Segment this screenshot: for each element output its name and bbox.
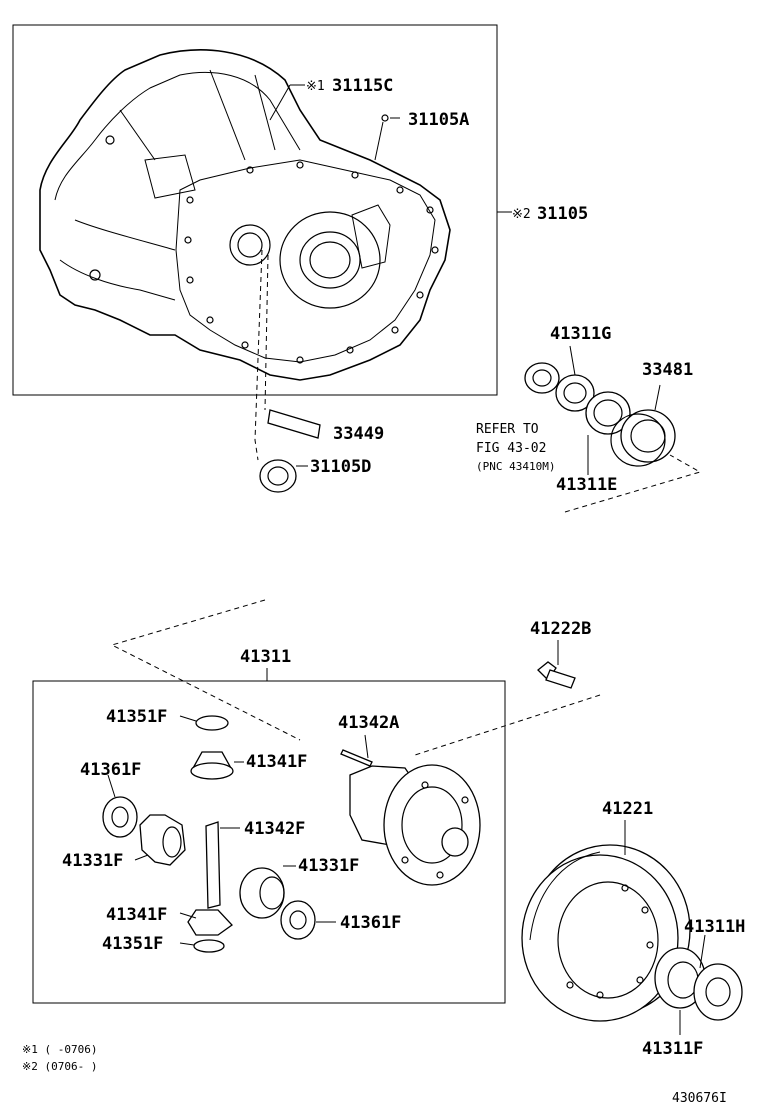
part-label-41351F-lower[interactable]: 41351F — [102, 934, 163, 954]
part-label-41311[interactable]: 41311 — [240, 647, 291, 667]
part-label-41331F-left[interactable]: 41331F — [62, 851, 123, 871]
side-gear-41331F-left-drawing — [139, 814, 186, 866]
part-label-41311F[interactable]: 41311F — [642, 1039, 703, 1059]
side-gear-41331F-right-drawing — [239, 867, 285, 919]
side-bearing-set-drawing — [524, 362, 676, 467]
bolt-41222B-drawing — [537, 661, 576, 689]
thrust-washer-41361F-left-drawing — [102, 796, 138, 838]
washer-41351F-upper-drawing — [195, 715, 229, 731]
ring-gear-41221-drawing — [521, 844, 691, 1022]
part-label-31105A[interactable]: 31105A — [408, 110, 469, 130]
figure-id: 430676I — [672, 1091, 727, 1106]
part-label-41331F-right[interactable]: 41331F — [298, 856, 359, 876]
refer-line-3: (PNC 43410M) — [476, 460, 555, 473]
transaxle-housing-drawing — [39, 49, 451, 381]
part-label-41221[interactable]: 41221 — [602, 799, 653, 819]
refer-line-2: FIG 43-02 — [476, 441, 546, 456]
pin-41342A-drawing — [340, 749, 373, 767]
pinion-shaft-41342F-drawing — [205, 821, 221, 909]
key-33449-drawing — [267, 409, 321, 439]
pinion-41341F-lower-drawing — [187, 909, 233, 936]
footnote-2: ※2 (0706- ) — [22, 1060, 97, 1073]
part-label-41311H[interactable]: 41311H — [684, 917, 745, 937]
washer-41351F-lower-drawing — [193, 939, 225, 953]
part-label-33449[interactable]: 33449 — [333, 424, 384, 444]
shim-41311H-drawing — [693, 963, 743, 1021]
part-label-31105[interactable]: 31105 — [537, 204, 588, 224]
part-label-33481[interactable]: 33481 — [642, 360, 693, 380]
part-label-41341F-upper[interactable]: 41341F — [246, 752, 307, 772]
case-group-box — [12, 24, 498, 396]
differential-case-drawing — [349, 764, 481, 886]
footnote-1: ※1 ( -0706) — [22, 1043, 97, 1056]
mark-2: ※2 — [512, 207, 531, 222]
pinion-41341F-upper-drawing — [190, 751, 234, 780]
part-label-41311G[interactable]: 41311G — [550, 324, 611, 344]
part-label-41361F-left[interactable]: 41361F — [80, 760, 141, 780]
differential-group-box — [32, 680, 506, 1004]
part-label-41361F-right[interactable]: 41361F — [340, 913, 401, 933]
part-label-41351F-upper[interactable]: 41351F — [106, 707, 167, 727]
part-label-41342F[interactable]: 41342F — [244, 819, 305, 839]
part-label-41311E[interactable]: 41311E — [556, 475, 617, 495]
part-label-41341F-lower[interactable]: 41341F — [106, 905, 167, 925]
part-label-31105D[interactable]: 31105D — [310, 457, 371, 477]
part-label-31115C[interactable]: 31115C — [332, 76, 393, 96]
thrust-washer-41361F-right-drawing — [280, 900, 316, 940]
refer-line-1: REFER TO — [476, 422, 539, 437]
oil-seal-31105D-drawing — [259, 459, 297, 493]
part-label-41342A[interactable]: 41342A — [338, 713, 399, 733]
part-label-41222B[interactable]: 41222B — [530, 619, 591, 639]
mark-1: ※1 — [306, 79, 325, 94]
